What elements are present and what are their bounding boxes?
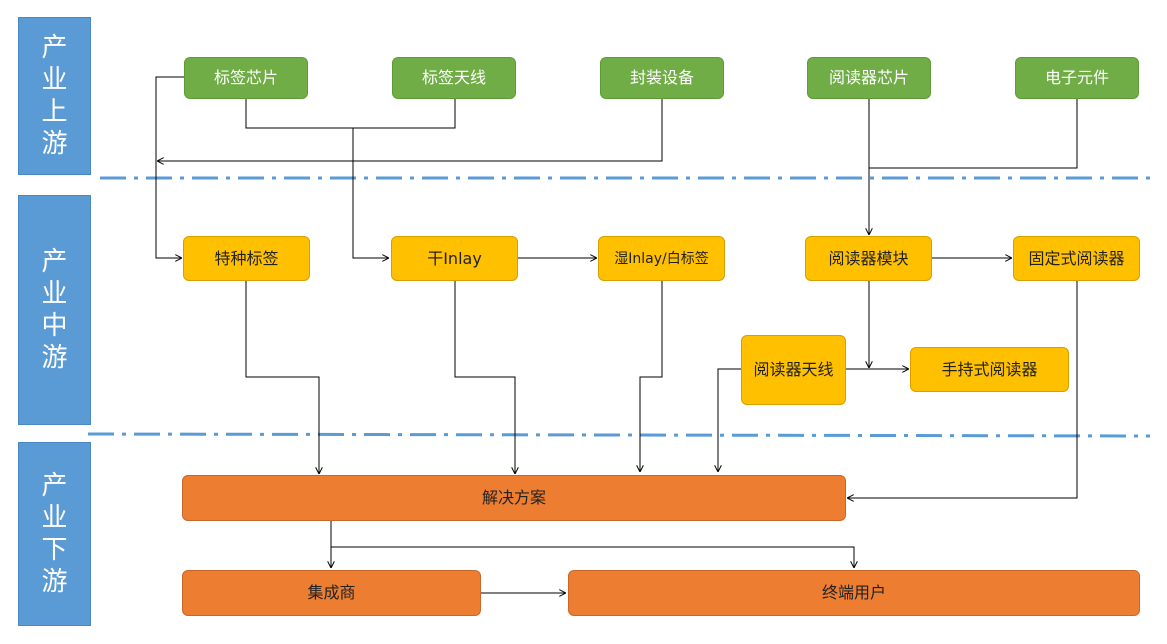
stage-downstream-label: 产业下游 [18, 442, 91, 626]
connector-tag-materials-to-dry-inlay [352, 128, 389, 258]
connector-tag-chip-merge [245, 99, 456, 129]
node-wet-inlay-white-tag: 湿Inlay/白标签 [598, 236, 725, 281]
node-dry-inlay: 干Inlay [391, 236, 518, 281]
node-electronic-components: 电子元件 [1015, 57, 1139, 99]
node-reader-antenna: 阅读器天线 [741, 335, 846, 405]
node-tag-antenna: 标签天线 [392, 57, 516, 99]
connector-reader-antenna-to-solution [718, 368, 742, 472]
node-packaging-equipment: 封装设备 [600, 57, 724, 99]
connector-special-tag-to-solution [245, 280, 319, 474]
connector-solution-to-end-user [331, 546, 854, 568]
connector-components-to-trunk [869, 99, 1078, 169]
divider-midstream-downstream [87, 432, 1151, 438]
node-reader-module: 阅读器模块 [805, 236, 932, 281]
node-fixed-reader: 固定式阅读器 [1013, 236, 1140, 281]
connector-dry-inlay-to-solution [454, 280, 515, 474]
connector-fixed-reader-to-solution [847, 280, 1078, 498]
node-tag-chip: 标签芯片 [184, 57, 308, 99]
node-solution: 解决方案 [182, 475, 846, 521]
connector-wet-inlay-to-solution [640, 280, 663, 472]
connector-tag-chip-to-special-tag [155, 76, 184, 258]
node-special-tag: 特种标签 [183, 236, 310, 281]
stage-upstream-label: 产业上游 [18, 17, 91, 175]
node-end-user: 终端用户 [568, 570, 1140, 616]
node-handheld-reader: 手持式阅读器 [910, 347, 1069, 392]
stage-midstream-label: 产业中游 [18, 195, 91, 425]
node-integrator: 集成商 [182, 570, 481, 616]
connector-packaging-to-trunk [157, 99, 663, 161]
node-reader-chip: 阅读器芯片 [807, 57, 931, 99]
